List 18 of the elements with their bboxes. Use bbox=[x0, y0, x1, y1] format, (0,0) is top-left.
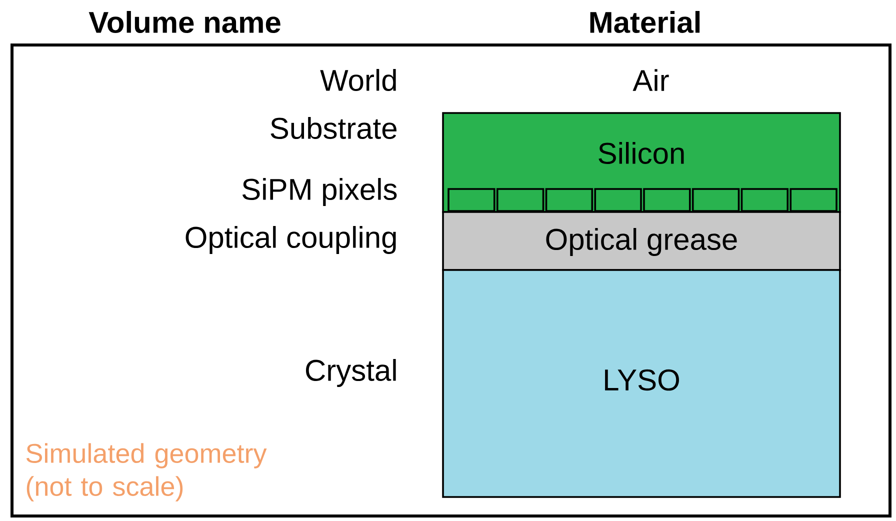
pixel-box bbox=[643, 188, 691, 212]
note: Simulated geometry (not to scale) bbox=[26, 443, 267, 502]
pixel-box bbox=[594, 188, 642, 212]
layer-box: LYSO bbox=[442, 269, 841, 498]
pixel-box bbox=[790, 188, 838, 212]
pixel-box bbox=[496, 188, 544, 212]
volume-name: SiPM pixels bbox=[242, 178, 397, 206]
volume-name: Substrate bbox=[270, 116, 396, 140]
layer-box: Optical grease bbox=[442, 211, 841, 271]
volume-name: Crystal bbox=[306, 359, 396, 387]
column-heading: Volume name bbox=[88, 10, 280, 34]
pixel-box bbox=[740, 188, 789, 212]
volume-name: World bbox=[320, 68, 396, 92]
column-heading: Material bbox=[590, 10, 700, 34]
volume-name: Optical coupling bbox=[186, 226, 396, 254]
pixel-box bbox=[692, 188, 740, 212]
pixel-box bbox=[545, 188, 594, 212]
pixel-box bbox=[448, 188, 496, 212]
